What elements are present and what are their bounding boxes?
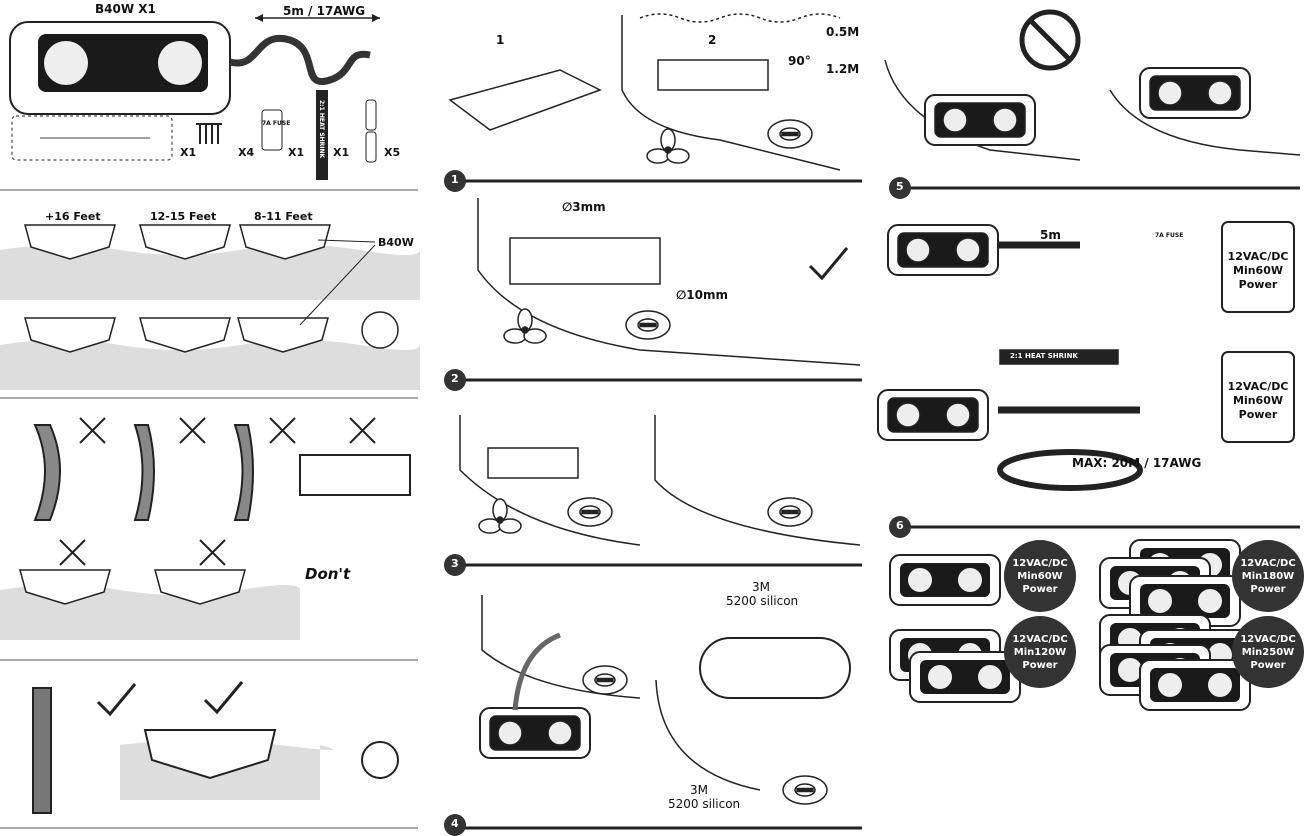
depth-bottom-label: 1.2M [826,62,860,76]
power-250-l2: Min250W [1241,647,1295,658]
kit-fuse-text: 7A FUSE [262,120,291,127]
wiring-fuse-text: 7A FUSE [1155,232,1184,239]
ps2-line3: Power [1238,408,1278,421]
power-250-l1: 12VAC/DC [1240,634,1296,645]
ps2-line1: 12VAC/DC [1227,380,1289,393]
connectors-qty-label: X5 [384,146,401,159]
kit-connectors-drawing [365,99,377,163]
power-120-l3: Power [1022,660,1058,671]
sealant-bottom-brand: 3M [690,783,708,797]
hole-small-label: ∅3mm [562,200,606,214]
boat-sizes-drawing [0,224,420,390]
power-180-l1: 12VAC/DC [1240,558,1296,569]
step-badge-6: 6 [896,519,904,532]
ps1-line2: Min60W [1233,264,1283,277]
power-180-l2: Min180W [1241,571,1295,582]
step5-drawing [884,9,1301,161]
kit-shrink-text: 2:1 HEAT SHRINK [318,100,325,159]
screws-qty-label: X4 [238,146,255,159]
step1-sub2: 2 [708,33,717,47]
cable-spec-label: 5m / 17AWG [283,4,366,18]
step6-drawing [877,221,1295,491]
step-badges [444,170,911,836]
kit-heat-shrink-drawing [316,90,328,180]
kit-screws-drawing [196,123,222,144]
step-badge-5: 5 [896,180,904,193]
step-badge-3: 3 [451,557,459,570]
step1-drawing [448,13,841,171]
shrink-qty-label: X1 [333,146,350,159]
wiring-cable-len: 5m [1040,228,1061,242]
fuse-qty-label: X1 [288,146,305,159]
angle-label: 90° [788,54,811,68]
size-a-label: +16 Feet [45,210,101,223]
step1-sub1: 1 [496,33,505,47]
sealant-bottom-name: 5200 silicon [668,797,741,811]
sealant-top-name: 5200 silicon [726,594,799,608]
size-c-label: 8-11 Feet [254,210,313,223]
step2-drawing [477,198,861,366]
power-180-l3: Power [1250,584,1286,595]
step3-drawing [459,415,861,546]
size-b-label: 12-15 Feet [150,210,217,223]
power-120-l1: 12VAC/DC [1012,634,1068,645]
ps1-line1: 12VAC/DC [1227,250,1289,263]
power-60-l1: 12VAC/DC [1012,558,1068,569]
wiring-max-run: MAX: 20M / 17AWG [1072,456,1202,470]
step-badge-4: 4 [451,817,459,830]
sealant-top-brand: 3M [752,580,770,594]
power-250-l3: Power [1250,660,1286,671]
model-label: B40W [378,236,414,249]
power-120-l2: Min120W [1013,647,1067,658]
wiring-shrink-text: 2:1 HEAT SHRINK [1010,352,1078,360]
wrong-mounting-drawing [0,417,411,640]
template-qty-label: X1 [180,146,197,159]
power-60-l3: Power [1022,584,1058,595]
step-badge-1: 1 [451,173,459,186]
hole-large-label: ∅10mm [676,288,728,302]
ps1-line3: Power [1238,278,1278,291]
step-badge-2: 2 [451,372,459,385]
power-60-l2: Min60W [1017,571,1063,582]
ps2-line2: Min60W [1233,394,1283,407]
depth-top-label: 0.5M [826,25,860,39]
kit-fuse-drawing [261,109,283,151]
dont-label: Don't [305,565,351,583]
kit-cable-drawing [229,34,371,86]
correct-mounting-drawing [32,681,399,814]
light-qty-label: B40W X1 [95,2,156,16]
kit-light-drawing [9,21,231,115]
power-table-drawing [889,539,1304,711]
step4-drawing [479,595,851,805]
